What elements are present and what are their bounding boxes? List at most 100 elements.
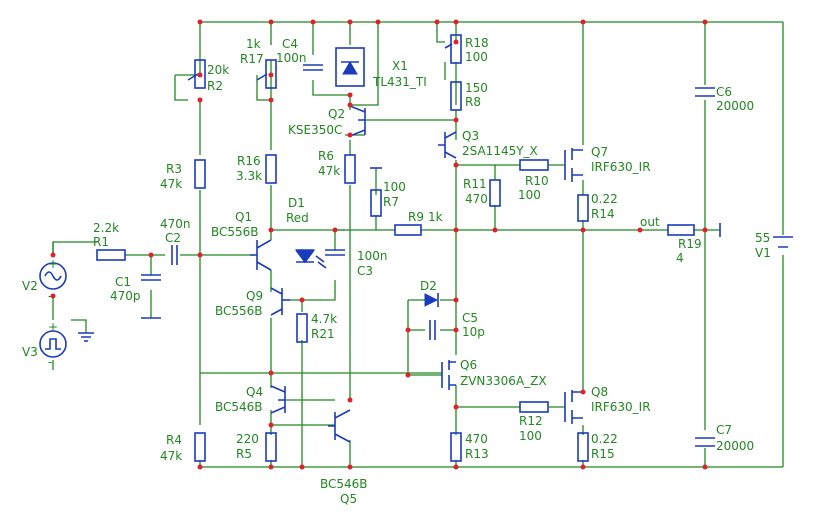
c2-value: 470n xyxy=(160,217,191,231)
transistor-q9 xyxy=(270,287,290,316)
r8-name: R8 xyxy=(465,95,481,109)
source-v2 xyxy=(39,262,67,290)
r12-value: 100 xyxy=(519,429,542,443)
resistor-r10 xyxy=(519,159,549,171)
mosfet-q8 xyxy=(564,390,583,424)
resistor-r14 xyxy=(577,194,589,222)
r5-name: R5 xyxy=(236,447,252,461)
resistor-r13 xyxy=(450,432,462,462)
wires xyxy=(52,21,784,468)
r5-value: 220 xyxy=(236,432,259,446)
c4-name: C4 xyxy=(282,37,298,51)
v2-minus: - xyxy=(48,289,52,303)
d2-name: D2 xyxy=(420,279,437,293)
diode-d2 xyxy=(424,293,439,307)
r16-value: 3.3k xyxy=(236,169,262,183)
r14-name: R14 xyxy=(591,207,615,221)
q1-value: BC556B xyxy=(211,225,259,239)
r6-value: 47k xyxy=(318,164,340,178)
c6-value: 20000 xyxy=(716,99,754,113)
potentiometer-r2 xyxy=(194,59,206,89)
q9-value: BC556B xyxy=(215,304,263,318)
transistor-q4 xyxy=(270,385,286,414)
r9-name: R9 xyxy=(408,210,424,224)
q4-value: BC546B xyxy=(215,400,263,414)
c3-value: 100n xyxy=(357,249,388,263)
q4-name: Q4 xyxy=(246,385,263,399)
r3-name: R3 xyxy=(166,162,182,176)
pot-wiper-r2 xyxy=(187,73,199,81)
components xyxy=(39,34,793,462)
r12-name: R12 xyxy=(519,414,543,428)
q6-value: ZVN3306A_ZX xyxy=(460,374,547,388)
pulse-icon xyxy=(45,338,61,350)
pot-wiper-r18 xyxy=(444,43,453,49)
led-arrows xyxy=(315,255,327,269)
resistor-r4 xyxy=(194,432,206,462)
r15-name: R15 xyxy=(591,447,615,461)
q7-value: IRF630_IR xyxy=(591,160,651,174)
capacitor-c6 xyxy=(695,87,715,97)
r1-name: R1 xyxy=(93,235,109,249)
r19-value: 4 xyxy=(676,251,684,265)
c1-value: 470p xyxy=(110,289,141,303)
q5-name: Q5 xyxy=(340,492,357,506)
r18-value: 100 xyxy=(465,50,488,64)
r4-value: 47k xyxy=(160,449,182,463)
r7-value: 100 xyxy=(383,180,406,194)
v2-plus: + xyxy=(48,257,58,271)
capacitor-c7 xyxy=(695,437,715,447)
r11-value: 470 xyxy=(465,192,488,206)
capacitor-c5 xyxy=(429,320,436,340)
led-d1-body xyxy=(295,249,315,263)
r18-name: R18 xyxy=(465,36,489,50)
q8-name: Q8 xyxy=(591,385,608,399)
q3-name: Q3 xyxy=(462,129,479,143)
c5-name: C5 xyxy=(462,311,478,325)
regulator-diode xyxy=(342,61,358,75)
capacitor-c3 xyxy=(325,249,345,256)
r10-name: R10 xyxy=(525,174,549,188)
r6-name: R6 xyxy=(318,149,334,163)
shunt-regulator-x1 xyxy=(335,47,365,87)
resistor-r8 xyxy=(450,81,462,111)
q1-name: Q1 xyxy=(235,210,252,224)
potentiometer-r18 xyxy=(450,34,462,64)
d1-value: Red xyxy=(286,211,309,225)
transistor-q5 xyxy=(328,409,351,443)
ground-icon xyxy=(78,332,94,342)
c5-value: 10p xyxy=(462,325,485,339)
transistor-q2 xyxy=(349,105,366,137)
q2-name: Q2 xyxy=(328,107,345,121)
r9-value: 1k xyxy=(428,210,443,224)
r10-value: 100 xyxy=(518,188,541,202)
capacitor-c4 xyxy=(303,64,323,71)
resistor-r7 xyxy=(370,189,382,217)
resistor-r9 xyxy=(394,224,422,236)
r19-name: R19 xyxy=(678,237,702,251)
resistor-r1 xyxy=(96,249,126,261)
pot-wiper-r17 xyxy=(256,73,268,81)
resistor-r21 xyxy=(296,313,308,343)
c1-name: C1 xyxy=(115,275,131,289)
d1-name: D1 xyxy=(288,196,305,210)
source-v3 xyxy=(39,330,67,358)
mosfet-q7 xyxy=(564,148,583,182)
c4-value: 100n xyxy=(276,51,307,65)
resistor-r12 xyxy=(519,401,549,413)
r17-value: 1k xyxy=(246,37,261,51)
q2-value: KSE350C xyxy=(288,123,342,137)
c7-value: 20000 xyxy=(716,439,754,453)
sine-icon xyxy=(44,271,62,281)
r21-name: R21 xyxy=(311,327,335,341)
capacitor-c1 xyxy=(141,274,161,281)
r21-value: 4.7k xyxy=(311,312,337,326)
v2-name: V2 xyxy=(22,279,38,293)
r4-name: R4 xyxy=(166,433,182,447)
capacitor-c2 xyxy=(171,245,178,265)
r13-name: R13 xyxy=(465,447,489,461)
q8-value: IRF630_IR xyxy=(591,400,651,414)
battery-v1 xyxy=(773,236,793,248)
